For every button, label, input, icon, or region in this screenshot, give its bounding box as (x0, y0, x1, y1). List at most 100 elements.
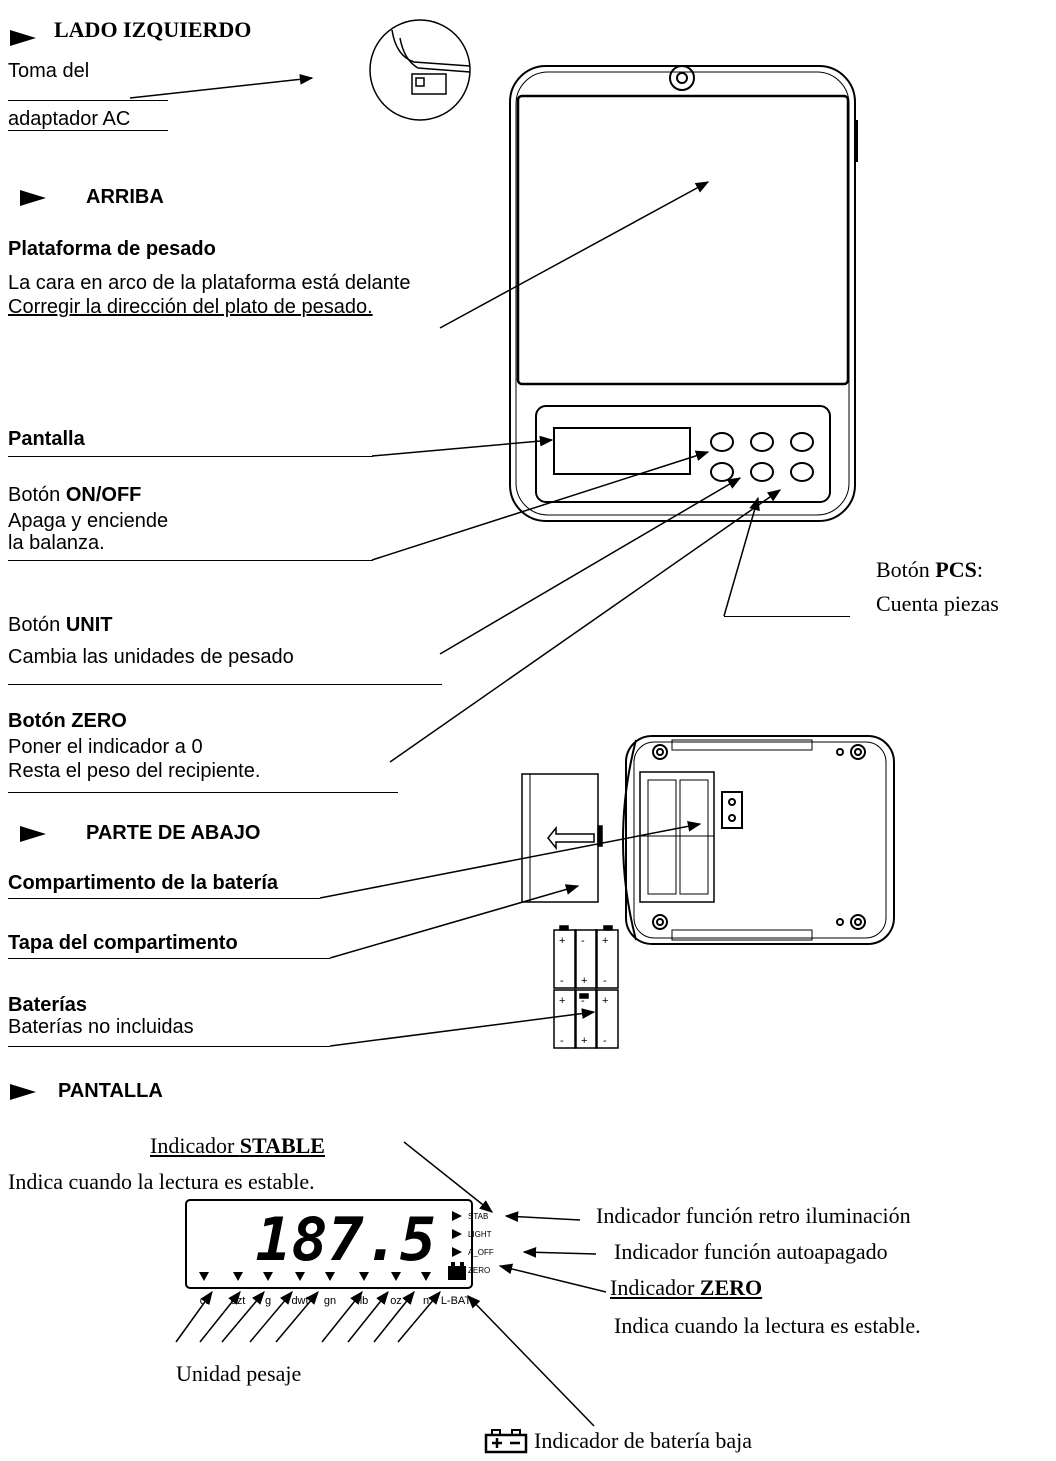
stable-desc: Indica cuando la lectura es estable. (8, 1169, 315, 1194)
lcd-unit-label: gn (324, 1295, 336, 1307)
lcd-unit-label: L-BAT (441, 1295, 472, 1307)
onoff-underline (8, 560, 373, 561)
zero-line1: Poner el indicador a 0 (8, 736, 203, 758)
zero-line2: Resta el peso del recipiente. (8, 760, 261, 782)
svg-text:-: - (603, 975, 607, 987)
lcd-unit-label: lb (360, 1295, 369, 1307)
svg-text:+: + (581, 1035, 587, 1047)
svg-text:+: + (581, 975, 587, 987)
battery-cells (553, 925, 619, 1049)
onoff-line2: la balanza. (8, 532, 105, 554)
zero-underline (8, 792, 398, 793)
lcd-unit-marks (199, 1272, 431, 1281)
adapter-label-line2: adaptador AC (8, 108, 131, 130)
adapter-underline-bottom (8, 130, 168, 131)
svg-text:+: + (559, 935, 565, 947)
lcd-unit-label: dwt (291, 1295, 308, 1307)
header-left-side: LADO IZQUIERDO (10, 14, 251, 46)
backlight-indicator-label: Indicador función retro iluminación (596, 1203, 911, 1228)
platform-title: Plataforma de pesado (8, 238, 216, 260)
battery-compartment-underline (8, 898, 320, 899)
ac-socket-detail (369, 19, 471, 121)
onoff-line1: Apaga y enciende (8, 510, 169, 532)
pcs-underline (724, 616, 850, 617)
lcd-flag-arrow (452, 1229, 462, 1239)
zero-title: Botón ZERO (8, 710, 127, 732)
pcs-prefix: Botón (876, 557, 936, 582)
svg-text:-: - (581, 935, 585, 947)
svg-text:-: - (603, 1035, 607, 1047)
unit-title: Botón UNIT (8, 614, 113, 636)
lcd-flag-arrow (452, 1247, 462, 1257)
header-bottom-label: PARTE DE ABAJO (86, 822, 261, 844)
batteries-title: Baterías (8, 994, 87, 1016)
lcd-flag-label: A_OFF (468, 1248, 494, 1257)
lcd-unit-marker (199, 1272, 209, 1281)
onoff-title: Botón ON/OFF (8, 484, 141, 506)
unit-line1: Cambia las unidades de pesado (8, 646, 294, 668)
autooff-indicator-label: Indicador función autoapagado (614, 1239, 888, 1264)
header-display: PANTALLA (10, 1080, 163, 1103)
adapter-underline-top (8, 100, 168, 101)
lcd-unit-label: oz (390, 1295, 402, 1307)
lcd-unit-marker (359, 1272, 369, 1281)
leader-lines (129, 73, 782, 1427)
svg-text:-: - (581, 995, 585, 1007)
unit-name: UNIT (65, 614, 113, 636)
screen-label: Pantalla (8, 428, 85, 450)
low-battery-label: Indicador de batería baja (484, 1428, 752, 1454)
battery-polarity: +-+ -+- +-+ -+- (559, 935, 608, 1047)
lcd-unit-marker (325, 1272, 335, 1281)
pcs-title: Botón PCS: (876, 557, 983, 583)
svg-text:+: + (602, 935, 608, 947)
batteries-underline (8, 1046, 330, 1047)
pcs-name: PCS (935, 557, 977, 582)
pcs-line1: Cuenta piezas (876, 591, 999, 616)
arrow-bullet-icon (20, 189, 46, 206)
lcd-flag-label: LIGHT (468, 1230, 492, 1239)
zero-indicator-name: ZERO (699, 1275, 763, 1300)
lcd-unit-marker (391, 1272, 401, 1281)
adapter-label-line1: Toma del (8, 60, 90, 82)
platform-line2: Corregir la dirección del plato de pesad… (8, 296, 373, 318)
arrow-bullet-icon (20, 825, 46, 842)
scale-bottom-view (622, 735, 895, 945)
stable-title: Indicador STABLE (150, 1133, 325, 1159)
svg-text:+: + (559, 995, 565, 1007)
arrow-bullet-icon (10, 1083, 36, 1100)
low-battery-text: Indicador de batería baja (534, 1427, 753, 1453)
svg-text:-: - (560, 975, 564, 987)
lcd-unit-marker (295, 1272, 305, 1281)
svg-text:-: - (560, 1035, 564, 1047)
header-bottom: PARTE DE ABAJO (20, 822, 260, 845)
stable-name: STABLE (239, 1133, 325, 1158)
scale-buttons (710, 432, 814, 482)
header-left-side-label: LADO IZQUIERDO (54, 17, 252, 42)
battery-compartment-label: Compartimento de la batería (8, 872, 279, 894)
lcd-unit-marker (233, 1272, 243, 1281)
screen-underline (8, 456, 373, 457)
weigh-unit-label: Unidad pesaje (176, 1361, 302, 1386)
lcd-flag-label: STAB (468, 1212, 488, 1221)
onoff-name: ON/OFF (65, 484, 142, 506)
arrow-bullet-icon (10, 30, 36, 46)
unit-underline (8, 684, 442, 685)
lcd-unit-label: ct (200, 1295, 209, 1307)
header-display-label: PANTALLA (58, 1080, 163, 1102)
lcd-flag-label: ZERO (468, 1266, 490, 1275)
lcd-unit-marker (263, 1272, 273, 1281)
compartment-cover-label: Tapa del compartimento (8, 932, 238, 954)
zero-indicator-prefix: Indicador (610, 1275, 700, 1300)
battery-cover (521, 773, 603, 903)
zero-indicator-desc: Indica cuando la lectura es estable. (614, 1313, 921, 1338)
pcs-suffix: : (976, 557, 983, 582)
lcd-unit-marker (421, 1272, 431, 1281)
stable-prefix: Indicador (150, 1133, 240, 1158)
header-top-label: ARRIBA (86, 186, 164, 208)
platform-line1: La cara en arco de la plataforma está de… (8, 272, 411, 294)
batteries-line1: Baterías no incluidas (8, 1016, 194, 1038)
scale-top-view (509, 65, 858, 522)
lcd-unit-label: g (265, 1295, 271, 1307)
